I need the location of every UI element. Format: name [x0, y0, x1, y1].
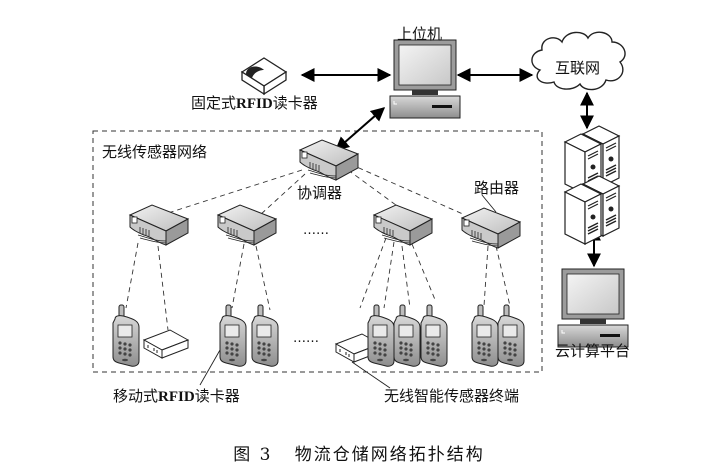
fixed-rfid-reader-icon	[240, 57, 288, 96]
fixed-rfid-prefix: 固定式	[191, 94, 237, 112]
mobile-rfid-bold: RFID	[158, 389, 195, 405]
mobile-rfid-reader-label: 移动式RFID读卡器	[113, 389, 240, 405]
figure-caption: 图 3 物流仓储网络拓扑结构	[0, 440, 718, 465]
wireless-links-routers	[125, 237, 511, 331]
cloud-platform-label: 云计算平台	[555, 342, 631, 360]
wireless-links-coordinator	[167, 163, 466, 216]
router-icon	[217, 204, 277, 246]
internet-label: 互联网	[555, 59, 601, 77]
host-computer-icon	[389, 39, 461, 119]
mobile-reader-icon	[471, 304, 499, 367]
router-icon	[373, 204, 433, 246]
fixed-rfid-suffix: 读卡器	[272, 94, 318, 112]
callout-lines	[199, 194, 497, 389]
mobile-rfid-prefix: 移动式	[113, 387, 159, 405]
internet-cloud-icon	[531, 31, 626, 91]
router-icon	[129, 204, 189, 246]
caption-title: 物流仓储网络拓扑结构	[294, 445, 485, 465]
mobile-rfid-suffix: 读卡器	[194, 387, 240, 405]
fixed-rfid-bold: RFID	[236, 96, 273, 112]
fixed-rfid-reader-label: 固定式RFID读卡器	[191, 96, 318, 112]
wsn-region-boundary	[92, 130, 543, 373]
coordinator-label: 协调器	[297, 184, 343, 202]
mobile-reader-icon	[420, 304, 448, 367]
ellipsis-routers: ……	[303, 223, 329, 238]
ellipsis-terminals: ……	[293, 331, 319, 346]
mobile-reader-icon	[112, 304, 140, 367]
mobile-reader-icon	[367, 304, 395, 367]
mobile-reader-icon	[497, 304, 525, 367]
sensor-terminal-icon	[143, 329, 189, 359]
wsn-region-label: 无线传感器网络	[102, 143, 208, 161]
wireless-sensor-terminal-label: 无线智能传感器终端	[384, 387, 520, 405]
server-rack-icon	[564, 125, 620, 245]
router-icon	[461, 207, 521, 249]
cloud-platform-computer-icon	[557, 268, 629, 348]
mobile-reader-icon	[251, 304, 279, 367]
router-label: 路由器	[474, 179, 520, 197]
mobile-reader-icon	[393, 304, 421, 367]
mobile-reader-icon	[219, 304, 247, 367]
caption-number: 图 3	[233, 445, 273, 465]
coordinator-icon	[299, 139, 359, 181]
host-computer-label: 上位机	[397, 25, 443, 43]
